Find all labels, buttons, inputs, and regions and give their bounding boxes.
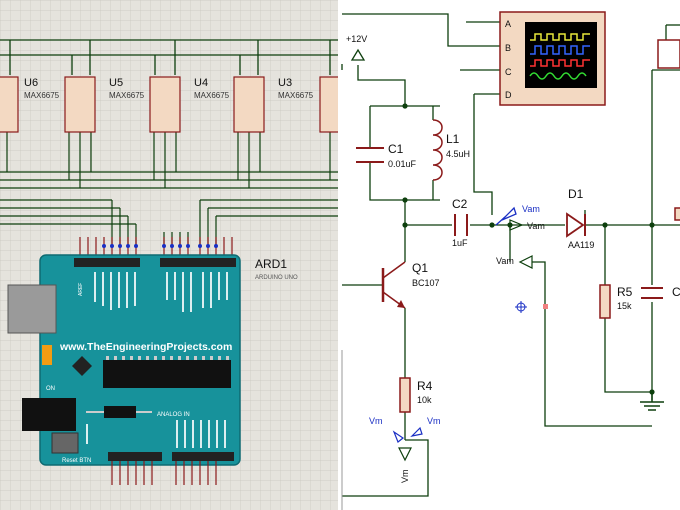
signal-wires (0, 132, 338, 245)
c2-ref: C2 (452, 197, 468, 211)
chip-u5-part: MAX6675 (109, 91, 145, 100)
vam-terminal-2[interactable]: Vam (496, 255, 533, 269)
origin-marker (515, 301, 527, 313)
power-jack (22, 398, 76, 431)
chip-u3-part: MAX6675 (278, 91, 314, 100)
inductor-l1[interactable]: L1 4.5uH (432, 119, 470, 181)
oscilloscope[interactable]: A B C D (499, 11, 606, 106)
ground-symbol (640, 392, 664, 411)
c2-value: 1uF (452, 238, 468, 248)
scope-channel-b: B (505, 43, 511, 53)
transistor-q1[interactable]: Q1 BC107 (381, 261, 440, 309)
small-ic (72, 356, 92, 376)
supply-label: +12V (346, 34, 367, 44)
pin-markers (102, 244, 218, 248)
scope-channel-c: C (505, 67, 512, 77)
probe-vam-label: Vam (522, 204, 540, 214)
chip-u6[interactable]: U6 MAX6675 (0, 76, 60, 133)
probe-vm-left: Vm (369, 416, 383, 426)
probe-vm-right: Vm (427, 416, 441, 426)
panel-divider (338, 0, 342, 510)
scope-channel-d: D (505, 90, 512, 100)
c1-value: 0.01uF (388, 159, 417, 169)
capacitor-c1[interactable]: C1 0.01uF (356, 142, 417, 169)
c3-ref: C (672, 285, 680, 299)
chip-u5[interactable]: U5 MAX6675 (64, 76, 145, 133)
chip-u4-part: MAX6675 (194, 91, 230, 100)
analog-label: ANALOG IN (157, 412, 190, 418)
partial-resistor (674, 207, 680, 221)
vam-label-1: Vam (527, 221, 545, 231)
reset-label: Reset BTN (62, 458, 91, 464)
chip-u6-ref: U6 (24, 77, 38, 89)
top-buses (0, 39, 338, 75)
bottom-pins (111, 461, 217, 485)
probe-vam[interactable]: Vam (495, 204, 540, 226)
reset-button[interactable] (51, 432, 79, 454)
board-website: www.TheEngineeringProjects.com (59, 341, 232, 353)
vam-terminal-1[interactable]: Vam (509, 219, 545, 231)
left-panel: U6 MAX6675 U5 MAX6675 U4 MAX6675 U3 MAX6… (0, 0, 343, 510)
supply-12v[interactable]: +12V (346, 34, 367, 61)
right-panel: +12V A B C D C1 0.01uF L1 4.5uH (341, 0, 680, 510)
d1-ref: D1 (568, 187, 584, 201)
arduino-ref: ARD1 (255, 257, 287, 271)
capacitor-c3[interactable]: C (641, 285, 680, 299)
atmega-chip (103, 360, 231, 388)
aref-label: AREF (78, 283, 84, 296)
q1-ref: Q1 (412, 261, 428, 275)
chip-u6-part: MAX6675 (24, 91, 60, 100)
usb-port (7, 284, 57, 334)
on-led (42, 345, 52, 365)
capacitor-c2[interactable]: C2 1uF (452, 197, 468, 248)
r5-value: 15k (617, 301, 632, 311)
scope-channel-a: A (505, 19, 511, 29)
diode-d1[interactable]: D1 AA119 (566, 187, 594, 250)
vm-terminal[interactable]: Vm (398, 447, 412, 484)
d1-value: AA119 (568, 240, 594, 250)
l1-ref: L1 (446, 132, 460, 146)
chip-u3-ref: U3 (278, 77, 292, 89)
resistor-r4[interactable]: R4 10k (399, 377, 433, 413)
vm-label: Vm (400, 470, 410, 484)
resistor-r5[interactable]: R5 15k (599, 284, 633, 319)
chip-u4[interactable]: U4 MAX6675 (149, 76, 230, 133)
r5-ref: R5 (617, 285, 633, 299)
partial-component-top (657, 39, 680, 69)
chip-u4-ref: U4 (194, 77, 208, 89)
arduino-board[interactable]: www.TheEngineeringProjects.com ON Reset … (7, 254, 241, 466)
r4-ref: R4 (417, 379, 433, 393)
vam-label-2: Vam (496, 256, 514, 266)
r4-value: 10k (417, 395, 432, 405)
l1-value: 4.5uH (446, 149, 470, 159)
on-label: ON (46, 386, 55, 392)
arduino-part: ARDUINO UNO (255, 275, 298, 281)
chip-u5-ref: U5 (109, 77, 123, 89)
probe-vm[interactable]: Vm Vm (369, 416, 441, 443)
pin-marker (543, 304, 548, 309)
chip-u3[interactable]: U3 MAX6675 (233, 76, 314, 133)
c1-ref: C1 (388, 142, 404, 156)
q1-value: BC107 (412, 278, 440, 288)
